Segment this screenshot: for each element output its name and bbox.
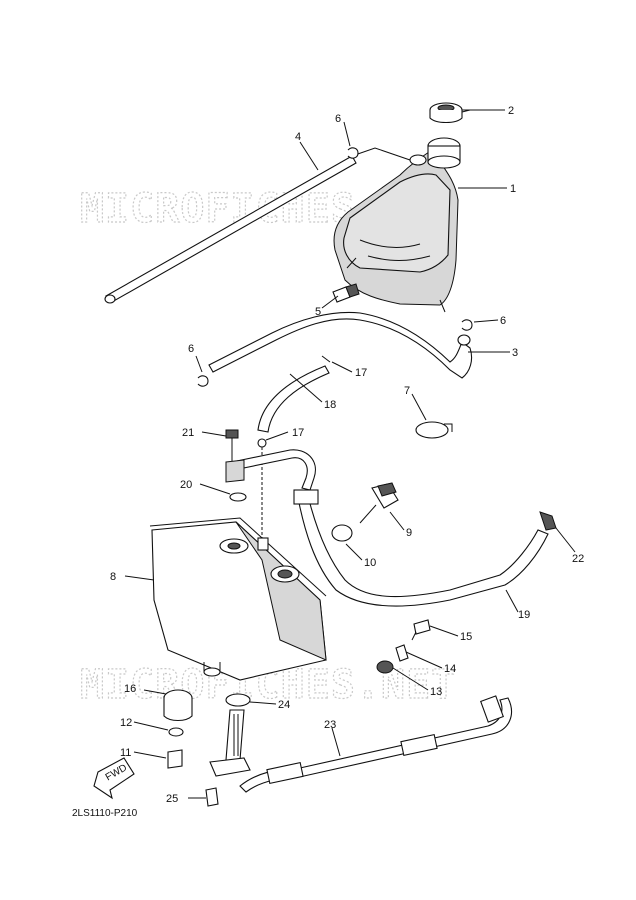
callout-6-top: 6: [335, 113, 341, 125]
fuel-tank: [149, 517, 327, 681]
vent-hose: [257, 355, 331, 433]
callout-18: 18: [324, 399, 336, 411]
bolt-25: [205, 787, 219, 807]
fwd-arrow-icon: FWD: [93, 757, 135, 800]
callout-13: 13: [430, 686, 442, 698]
callout-25: 25: [166, 793, 178, 805]
reservoir-tank: [333, 137, 461, 313]
bolt-11: [167, 749, 183, 769]
callout-14: 14: [444, 663, 456, 675]
breather-hose-long: [104, 147, 411, 304]
callout-12: 12: [120, 717, 132, 729]
callout-6-left: 6: [188, 343, 194, 355]
callout-19: 19: [518, 609, 530, 621]
callout-17-lower: 17: [292, 427, 304, 439]
callout-6-right: 6: [500, 315, 506, 327]
callout-8: 8: [110, 571, 116, 583]
hose-clip-right: [461, 319, 473, 331]
clamp-22: [539, 511, 557, 531]
callout-labels: 1 2 3 4 5 6 6 6 7 8 9 10 11 12 13 14 15 …: [110, 105, 584, 805]
callout-15: 15: [460, 631, 472, 643]
overflow-hose: [208, 311, 473, 379]
callout-17-upper: 17: [355, 367, 367, 379]
o-ring-20: [229, 492, 247, 502]
collar-14: [395, 644, 409, 662]
callout-4: 4: [295, 131, 301, 143]
callout-11: 11: [120, 747, 131, 759]
tank-bolt: [332, 283, 360, 303]
filler-neck-pipe: [225, 449, 316, 491]
o-ring-10: [331, 524, 353, 542]
fuel-pipe: [293, 489, 549, 607]
callout-9: 9: [406, 527, 412, 539]
callout-16: 16: [124, 683, 136, 695]
bolt-21: [225, 429, 239, 462]
callout-24: 24: [278, 699, 290, 711]
callout-20: 20: [180, 479, 192, 491]
reservoir-cap: [429, 102, 471, 124]
hose-clip-left: [197, 375, 209, 387]
fuel-hose-23: [239, 695, 512, 793]
clip-17-lower: [257, 438, 267, 540]
callout-2: 2: [508, 105, 514, 117]
grommet-13: [376, 660, 394, 674]
o-ring-24: [225, 693, 251, 707]
callout-21: 21: [182, 427, 194, 439]
callout-1: 1: [510, 183, 516, 195]
callout-23: 23: [324, 719, 336, 731]
diagram-reference: 2LS1110-P210: [72, 808, 138, 819]
callout-22: 22: [572, 553, 584, 565]
grommet-16: [163, 689, 193, 722]
bolt-15: [411, 619, 431, 641]
fuel-strainer: [209, 709, 251, 777]
washer-12: [168, 727, 184, 737]
callout-10: 10: [364, 557, 376, 569]
callout-3: 3: [512, 347, 518, 359]
fuel-cap-9: [359, 482, 399, 524]
leader-lines: [124, 109, 576, 799]
callout-5: 5: [315, 306, 321, 318]
hose-clip-top: [347, 147, 359, 159]
callout-7: 7: [404, 385, 410, 397]
band-clamp: [415, 421, 453, 439]
